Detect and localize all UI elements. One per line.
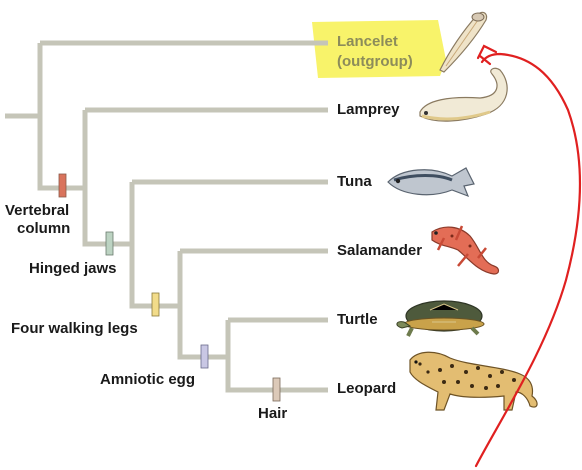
lamprey-image: [419, 67, 508, 122]
taxon-label-lancelet: Lancelet: [337, 33, 398, 50]
trait-label-vertebral-column-2: column: [17, 220, 70, 237]
trait-label-vertebral-column: Vertebral: [5, 202, 69, 219]
trait-marker-four-walking-legs: [151, 292, 160, 317]
turtle-image: [396, 300, 485, 337]
branch-node-3: [129, 182, 180, 309]
label-highlight: [312, 20, 446, 78]
lancelet-image: [439, 11, 488, 73]
taxon-label-leopard: Leopard: [337, 380, 396, 397]
taxon-label-salamander: Salamander: [337, 242, 422, 259]
taxon-label-lamprey: Lamprey: [337, 101, 400, 118]
leopard-image: [409, 351, 538, 411]
taxon-label-turtle: Turtle: [337, 311, 378, 328]
trait-label-hinged-jaws: Hinged jaws: [29, 260, 117, 277]
annotation-arrow: [474, 44, 581, 468]
trait-label-four-walking-legs: Four walking legs: [11, 320, 138, 337]
trait-label-amniotic-egg: Amniotic egg: [100, 371, 195, 388]
trait-marker-amniotic-egg: [200, 344, 209, 369]
taxon-label-tuna: Tuna: [337, 173, 372, 190]
trait-marker-hinged-jaws: [105, 231, 114, 256]
tuna-image: [387, 167, 475, 198]
branch-node-4: [177, 251, 228, 360]
trait-marker-hair: [272, 377, 281, 402]
tree-branches: [5, 40, 328, 393]
trait-label-hair: Hair: [258, 405, 287, 422]
branch-node-1: [37, 43, 85, 191]
branch-node-2: [82, 110, 132, 247]
trait-marker-vertebral-column: [58, 173, 67, 198]
taxon-label-lancelet-sub: (outgroup): [337, 53, 413, 70]
salamander-image: [431, 225, 500, 275]
taxon-labels: Lancelet (outgroup) Lamprey Tuna Salaman…: [337, 33, 422, 397]
branch-node-5: [225, 320, 328, 393]
trait-markers: [58, 173, 281, 402]
trait-labels: Vertebral column Hinged jaws Four walkin…: [5, 202, 287, 422]
